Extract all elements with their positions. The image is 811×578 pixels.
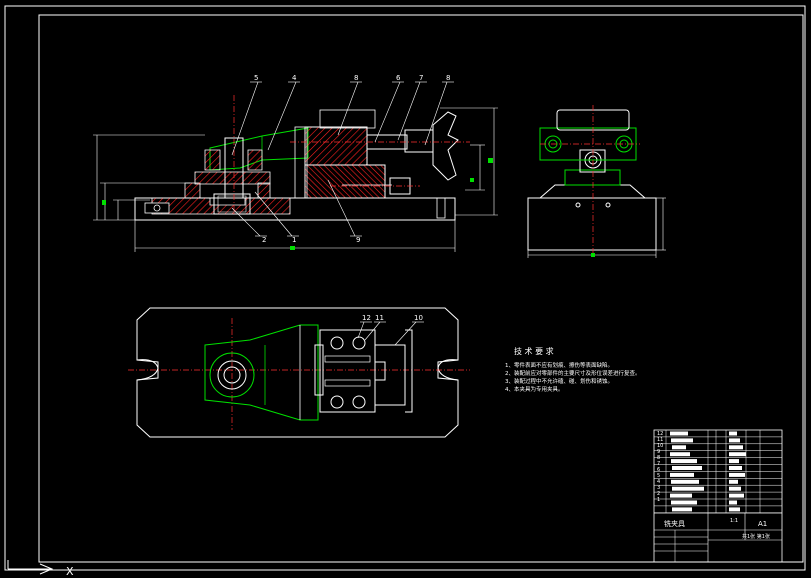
- top-base: [136, 307, 459, 438]
- balloon-10: 10: [414, 314, 423, 322]
- tech-requirements: 技 术 要 求 1、零件表面不应有划痕、擦伤等表面缺陷。 2、装配前应对零部件的…: [505, 346, 641, 393]
- balloon-4: 4: [292, 74, 297, 82]
- top-clamp-block: [319, 329, 376, 413]
- svg-text:10: 10: [657, 443, 663, 449]
- title-block: 12 11 10 9 8 7 6 5 4 3 2 1 铣夹具 A1 1:1 共1…: [653, 429, 783, 563]
- front-view: 5 4 8 6 7 8 2 1 9: [93, 74, 498, 252]
- balloon-7: 7: [419, 74, 423, 82]
- balloon-1: 1: [292, 236, 296, 244]
- balloon-9: 9: [356, 236, 360, 244]
- title-block-name: 铣夹具: [664, 519, 685, 528]
- tech-req-title: 技 术 要 求: [514, 346, 554, 356]
- tech-req-item-3: 3、装配过程中不允许磕、碰、划伤和锈蚀。: [505, 377, 613, 385]
- side-base: [527, 197, 657, 251]
- title-block-size: A1: [758, 520, 767, 528]
- svg-text:11: 11: [657, 437, 663, 443]
- outer-frame: [4, 5, 806, 571]
- title-block-scale: 1:1: [730, 518, 738, 524]
- parts-list-rows: 12 11 10 9 8 7 6 5 4 3 2 1: [657, 431, 663, 503]
- svg-text:3: 3: [657, 485, 660, 491]
- front-block-upper: [304, 126, 368, 166]
- svg-text:2: 2: [657, 491, 660, 497]
- inner-frame: [38, 14, 804, 563]
- balloon-2: 2: [262, 236, 266, 244]
- axis-x-label: X: [66, 565, 74, 578]
- tech-req-item-4: 4、本夹具为专用夹具。: [505, 385, 564, 393]
- side-view: [527, 105, 666, 258]
- svg-text:8: 8: [657, 455, 660, 461]
- title-block-sheet: 共1张 第1张: [742, 533, 770, 540]
- balloon-8a: 8: [354, 74, 358, 82]
- svg-text:5: 5: [657, 473, 660, 479]
- svg-text:7: 7: [657, 461, 660, 467]
- front-dimensions: [93, 107, 498, 252]
- balloon-8b: 8: [446, 74, 450, 82]
- balloon-6: 6: [396, 74, 401, 82]
- svg-text:6: 6: [657, 467, 660, 473]
- balloon-5: 5: [254, 74, 258, 82]
- front-handwheel[interactable]: [432, 111, 459, 181]
- balloon-12: 12: [362, 314, 371, 322]
- svg-text:12: 12: [657, 431, 663, 437]
- svg-text:9: 9: [657, 449, 660, 455]
- front-nut: [213, 193, 251, 215]
- ucs-axis-icon: [7, 560, 54, 575]
- top-pivot: [209, 352, 255, 398]
- balloon-11: 11: [375, 314, 384, 322]
- svg-text:1: 1: [657, 497, 660, 503]
- top-lever: [204, 324, 319, 421]
- svg-text:4: 4: [657, 479, 660, 485]
- top-view: 12 11 10: [128, 307, 470, 438]
- tech-req-item-2: 2、装配前应对零部件的主要尺寸及形位误差进行复查。: [505, 369, 641, 377]
- tech-req-item-1: 1、零件表面不应有划痕、擦伤等表面缺陷。: [505, 361, 613, 369]
- front-base-hatch: [151, 197, 291, 215]
- front-block-lower: [304, 164, 386, 199]
